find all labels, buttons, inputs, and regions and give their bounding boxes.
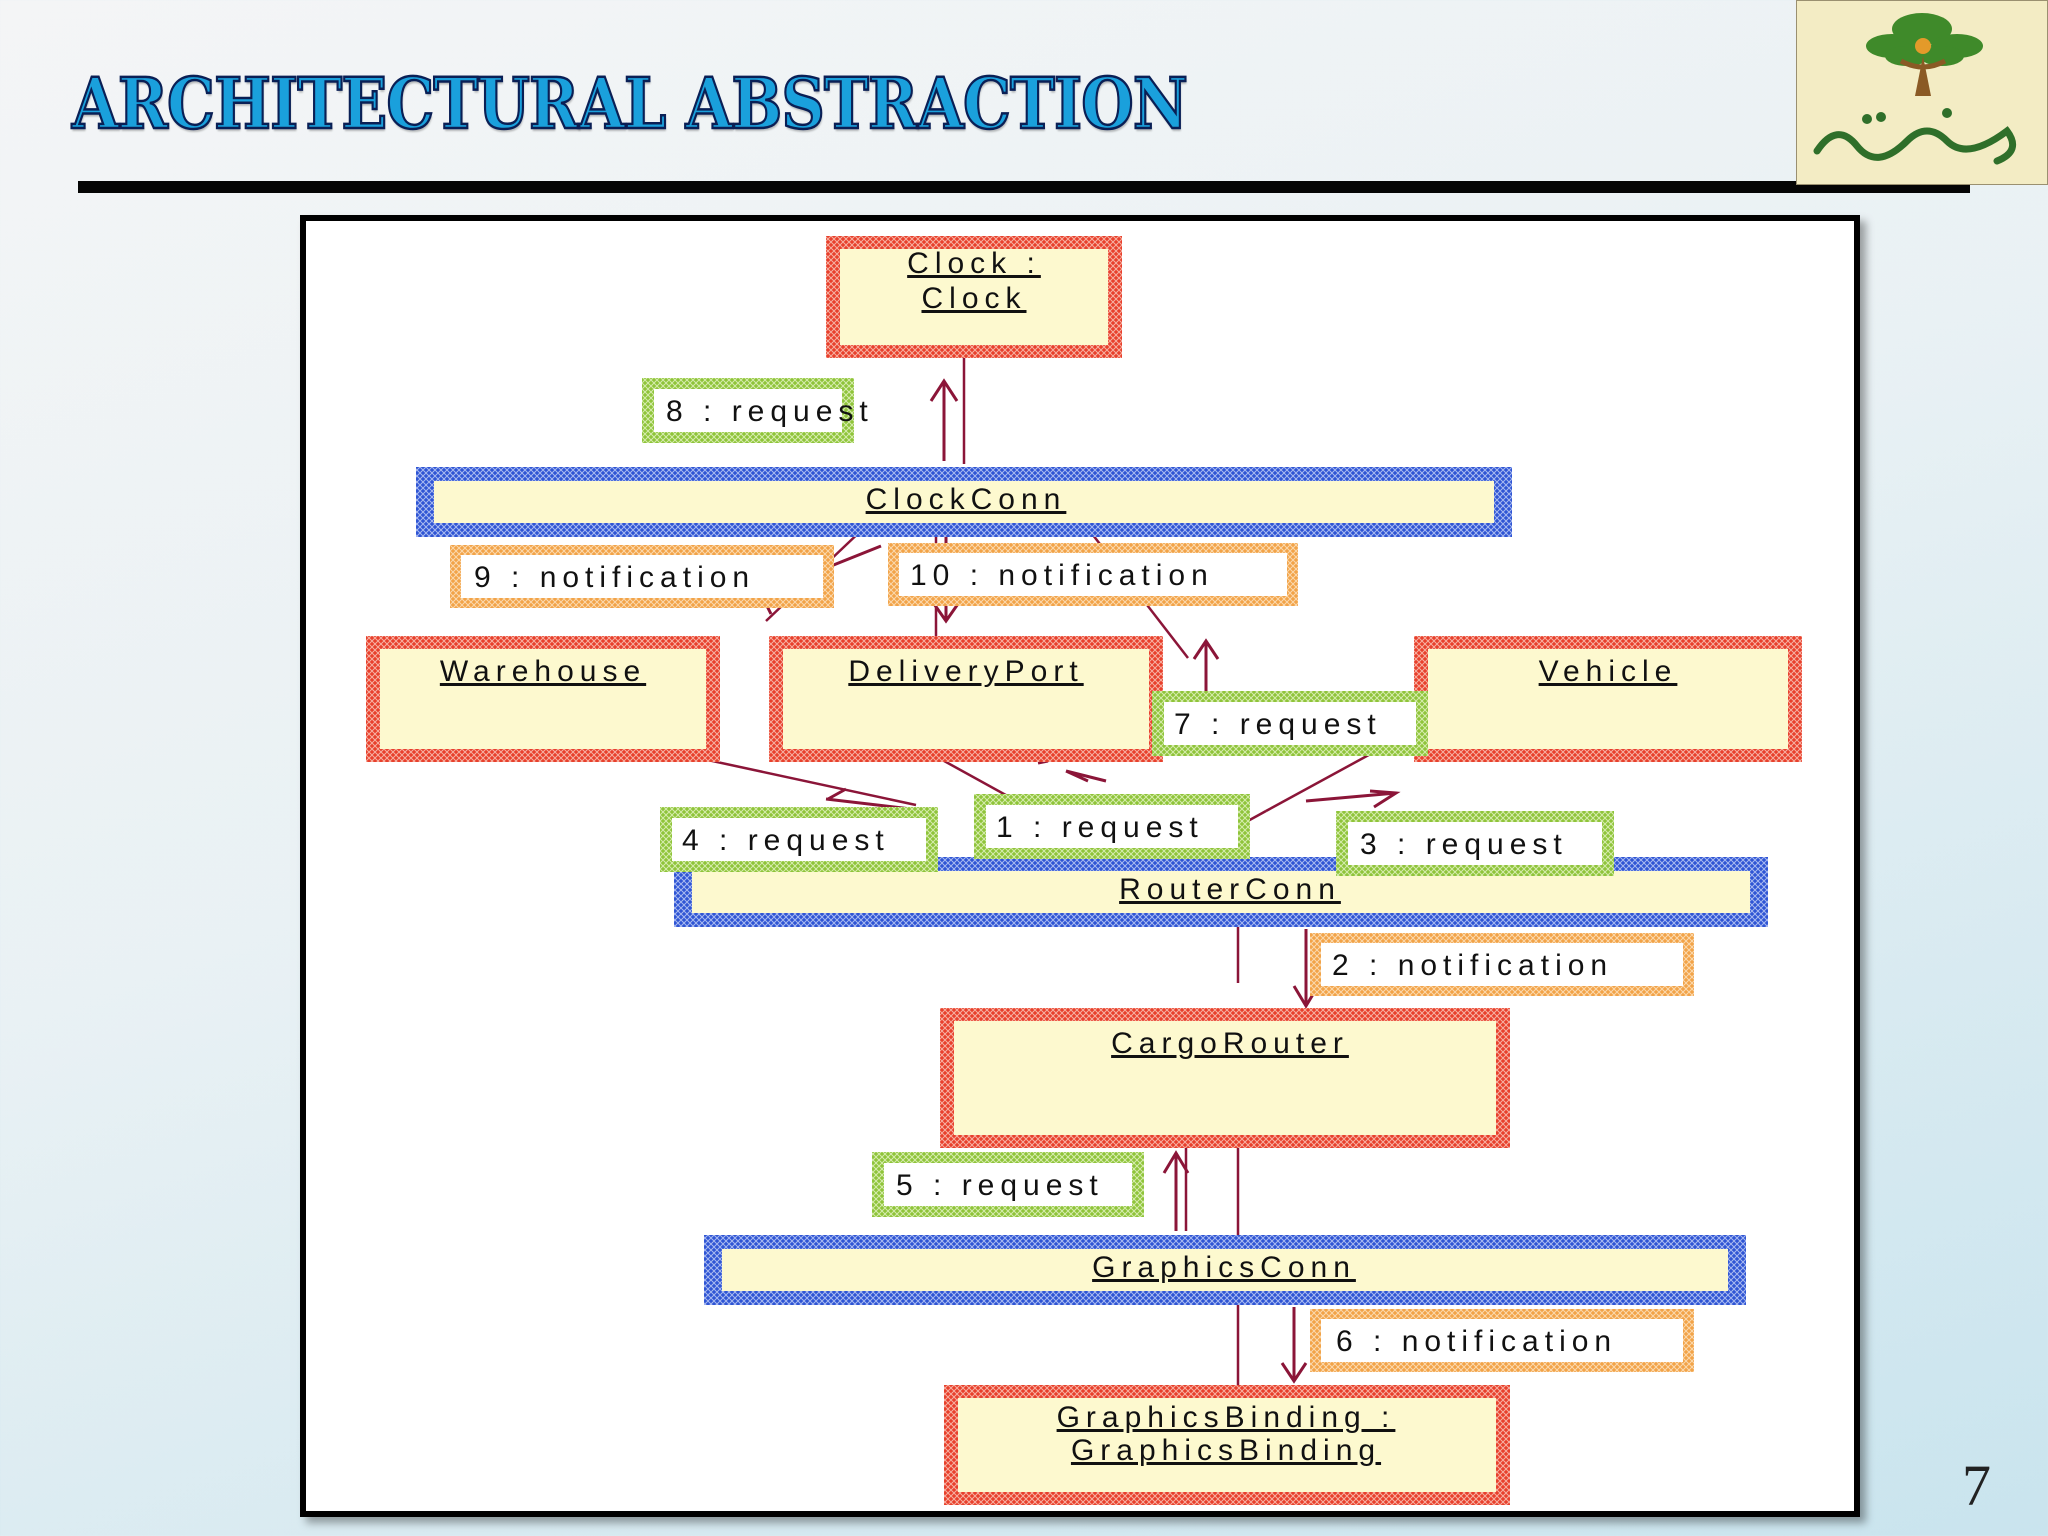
arrow-up-7 (1192, 638, 1220, 691)
tree-logo (1796, 0, 2048, 185)
component-cargo-router: CargoRouter (940, 1008, 1510, 1148)
arrow-1 (1037, 759, 1107, 783)
graphics-conn-label: GraphicsConn (1092, 1251, 1356, 1284)
msg-2-notification: 2 : notification (1310, 933, 1694, 996)
svg-text:10 : notification: 10 : notification (910, 559, 1214, 592)
diagram-frame: Clock : Clock Warehouse DeliveryPort Veh… (300, 215, 1860, 1517)
component-warehouse: Warehouse (366, 636, 720, 762)
svg-text:5 : request: 5 : request (896, 1169, 1104, 1202)
graphics-binding-label-2: GraphicsBinding (1071, 1434, 1381, 1467)
svg-text:6 : notification: 6 : notification (1336, 1325, 1617, 1358)
slide-title: ARCHITECTURAL ABSTRACTION (71, 61, 1189, 147)
arrow-4 (825, 787, 912, 811)
msg-1-request: 1 : request (974, 794, 1250, 859)
graphics-binding-label-1: GraphicsBinding : (1057, 1401, 1396, 1434)
svg-text:7 : request: 7 : request (1174, 708, 1382, 741)
title-underline (78, 181, 1970, 193)
svg-text:9 : notification: 9 : notification (474, 561, 755, 594)
arrow-up-8 (929, 378, 959, 461)
clock-conn-label: ClockConn (866, 483, 1067, 516)
svg-text:2 : notification: 2 : notification (1332, 949, 1613, 982)
svg-text:4 : request: 4 : request (682, 824, 890, 857)
cargo-router-label: CargoRouter (1111, 1027, 1349, 1060)
warehouse-label: Warehouse (440, 655, 646, 688)
router-conn-label: RouterConn (1119, 873, 1341, 906)
arrow-3 (1305, 789, 1401, 809)
msg-8-request: 8 : request (642, 378, 874, 443)
component-clock: Clock : Clock (826, 236, 1122, 358)
arrow-up-5 (1162, 1150, 1190, 1231)
connector-graphics-conn: GraphicsConn (704, 1235, 1746, 1305)
page-number: 7 (1962, 1453, 1991, 1518)
component-vehicle: Vehicle (1414, 636, 1802, 762)
vehicle-label: Vehicle (1539, 655, 1678, 688)
svg-text:3 : request: 3 : request (1360, 828, 1568, 861)
component-graphics-binding: GraphicsBinding : GraphicsBinding (944, 1385, 1510, 1505)
architecture-diagram: Clock : Clock Warehouse DeliveryPort Veh… (366, 236, 1802, 1505)
msg-6-notification: 6 : notification (1310, 1309, 1694, 1372)
msg-3-request: 3 : request (1336, 811, 1614, 876)
arrow-down-6 (1280, 1307, 1308, 1384)
msg-9-notification: 9 : notification (450, 545, 834, 608)
msg-10-notification: 10 : notification (888, 543, 1298, 606)
delivery-port-label: DeliveryPort (848, 655, 1083, 688)
component-delivery-port: DeliveryPort (769, 636, 1163, 762)
svg-text:1 : request: 1 : request (996, 811, 1204, 844)
msg-5-request: 5 : request (872, 1152, 1144, 1217)
clock-label-1: Clock : (907, 247, 1041, 280)
svg-text:8 : request: 8 : request (666, 395, 874, 428)
msg-4-request: 4 : request (660, 807, 938, 872)
connector-clock-conn: ClockConn (416, 467, 1512, 537)
clock-label-2: Clock (921, 282, 1026, 315)
msg-7-request: 7 : request (1152, 691, 1428, 756)
